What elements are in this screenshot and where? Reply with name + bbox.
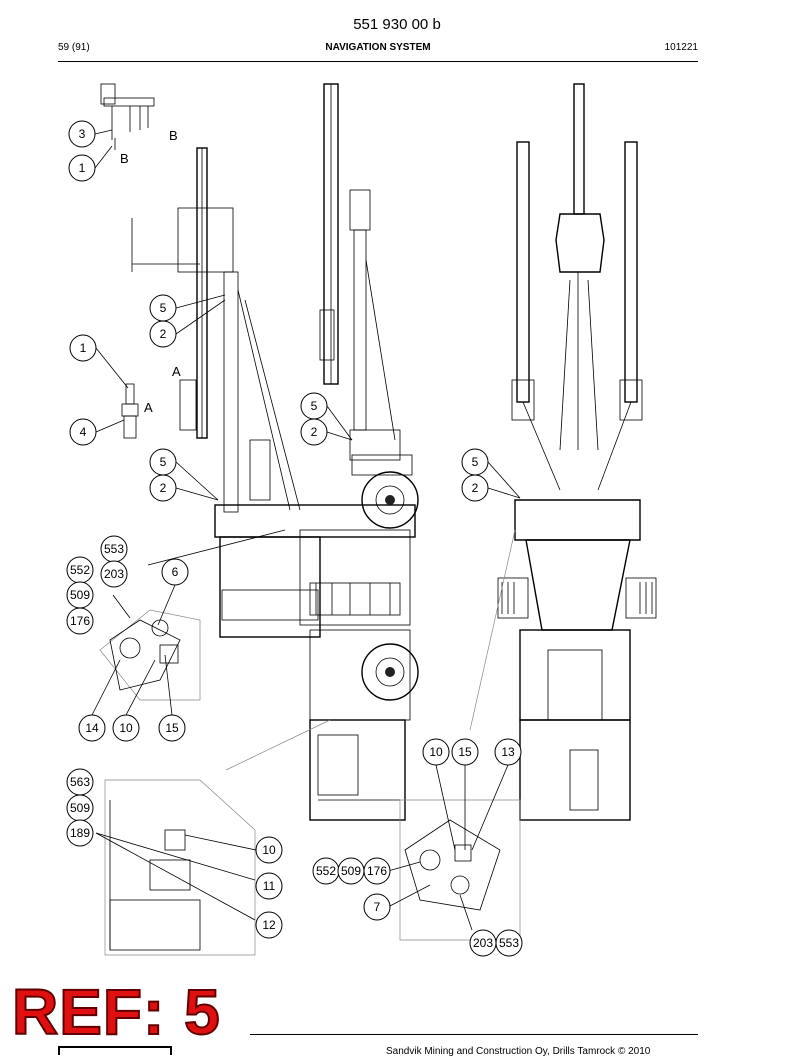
callout: 176: [363, 857, 391, 885]
callout: 6: [161, 558, 189, 586]
svg-text:6: 6: [172, 565, 179, 579]
svg-text:1: 1: [80, 341, 87, 355]
callout: 2: [300, 418, 328, 446]
callout: 509: [66, 794, 94, 822]
svg-text:3: 3: [79, 127, 86, 141]
document-number: 551 930 00 b: [353, 16, 441, 33]
svg-text:189: 189: [70, 826, 90, 840]
detail-b-bracket: [100, 83, 155, 150]
view-letter-a-main: A: [172, 364, 181, 379]
svg-text:553: 553: [499, 936, 519, 950]
header-row: 59 (91) NAVIGATION SYSTEM 101221: [58, 42, 698, 56]
callout: 1: [68, 154, 96, 182]
callout: 203: [100, 560, 128, 588]
callout: 1: [69, 334, 97, 362]
view-letter-b-detail: B: [120, 151, 129, 166]
svg-text:5: 5: [311, 399, 318, 413]
callout: 15: [451, 738, 479, 766]
svg-text:2: 2: [160, 327, 167, 341]
detail-a-sensor: [121, 383, 139, 439]
svg-text:15: 15: [458, 745, 472, 759]
svg-text:13: 13: [501, 745, 515, 759]
callout: 2: [461, 474, 489, 502]
company-logo: [58, 1046, 172, 1055]
reference-stamp: REF: 5: [11, 976, 221, 1048]
svg-text:11: 11: [263, 879, 276, 893]
svg-text:4: 4: [80, 425, 87, 439]
callout: 509: [337, 857, 365, 885]
footer-copyright: Sandvik Mining and Construction Oy, Dril…: [386, 1046, 651, 1057]
header-rule: [58, 61, 698, 62]
svg-text:5: 5: [160, 455, 167, 469]
svg-text:5: 5: [160, 301, 167, 315]
callout: 10: [422, 738, 450, 766]
detail-mount-lower: [104, 779, 256, 956]
svg-text:7: 7: [374, 900, 381, 914]
callout: 7: [363, 893, 391, 921]
svg-text:1: 1: [79, 161, 86, 175]
document-code: 101221: [664, 42, 698, 53]
detail-mount-right: [399, 799, 521, 941]
svg-text:2: 2: [472, 481, 479, 495]
callout: 176: [66, 607, 94, 635]
callout: 552: [312, 857, 340, 885]
svg-text:15: 15: [165, 721, 179, 735]
svg-text:2: 2: [160, 481, 167, 495]
callout: 14: [78, 714, 106, 742]
page-number: 59 (91): [58, 42, 90, 53]
top-view-rig: [497, 83, 657, 821]
callout: 2: [149, 320, 177, 348]
callout: 10: [112, 714, 140, 742]
callout: 553: [100, 535, 128, 563]
detail-mount-left: [99, 609, 201, 701]
callout: 3: [68, 120, 96, 148]
callout: 5: [300, 392, 328, 420]
center-feed: [319, 83, 413, 476]
svg-text:10: 10: [429, 745, 443, 759]
svg-text:5: 5: [472, 455, 479, 469]
svg-text:14: 14: [85, 721, 99, 735]
callout: 552: [66, 556, 94, 584]
callout: 5: [149, 294, 177, 322]
svg-text:509: 509: [341, 864, 361, 878]
callout: 553: [495, 929, 523, 957]
callout: 15: [158, 714, 186, 742]
svg-text:10: 10: [262, 843, 276, 857]
footer-rule: [250, 1034, 698, 1035]
svg-text:176: 176: [70, 614, 90, 628]
callout: 12: [255, 911, 283, 939]
svg-text:509: 509: [70, 588, 90, 602]
callout: 13: [494, 738, 522, 766]
svg-text:176: 176: [367, 864, 387, 878]
section-title: NAVIGATION SYSTEM: [325, 42, 431, 53]
callout: 11: [255, 872, 283, 900]
svg-text:553: 553: [104, 542, 124, 556]
callout: 5: [149, 448, 177, 476]
callout: 509: [66, 581, 94, 609]
side-view-rig: [131, 147, 419, 821]
callout: 203: [469, 929, 497, 957]
svg-text:10: 10: [119, 721, 133, 735]
svg-text:12: 12: [262, 918, 276, 932]
svg-text:203: 203: [473, 936, 493, 950]
svg-text:203: 203: [104, 567, 124, 581]
callout: 5: [461, 448, 489, 476]
view-letter-a-detail: A: [144, 400, 153, 415]
view-letter-b-top: B: [169, 128, 178, 143]
leader-lines: [91, 129, 521, 931]
svg-text:552: 552: [316, 864, 336, 878]
svg-text:509: 509: [70, 801, 90, 815]
callout: 2: [149, 474, 177, 502]
svg-text:2: 2: [311, 425, 318, 439]
callout: 563: [66, 768, 94, 796]
callout: 10: [255, 836, 283, 864]
svg-text:563: 563: [70, 775, 90, 789]
callout: 4: [69, 418, 97, 446]
callout: 189: [66, 819, 94, 847]
svg-text:552: 552: [70, 563, 90, 577]
